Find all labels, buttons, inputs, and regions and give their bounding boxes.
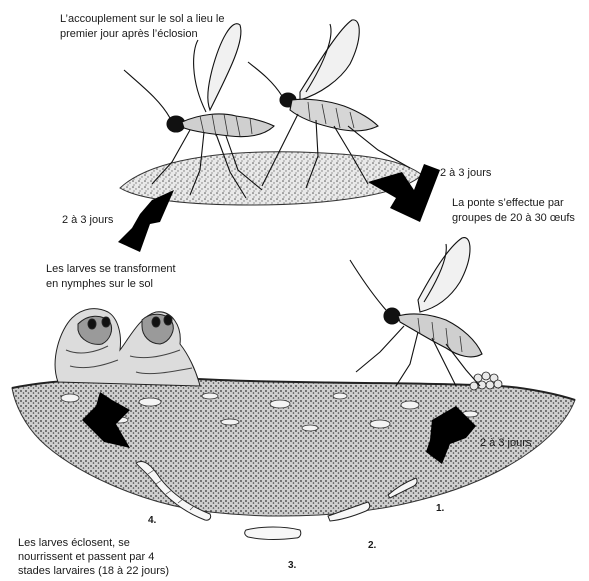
laying-caption-line2: groupes de 20 à 30 œufs bbox=[452, 211, 575, 225]
mating-caption-line1: L’accouplement sur le sol a lieu le bbox=[60, 12, 224, 26]
duration-bottom-right: 2 à 3 jours bbox=[480, 436, 531, 450]
duration-left: 2 à 3 jours bbox=[62, 213, 113, 227]
pupae-cluster bbox=[55, 309, 200, 386]
pupae-caption-line1: Les larves se transforment bbox=[46, 262, 176, 276]
duration-top-right: 2 à 3 jours bbox=[440, 166, 491, 180]
larvae-caption-line1: Les larves éclosent, se bbox=[18, 536, 130, 550]
larva-stage-3 bbox=[245, 527, 301, 539]
stage-label-2: 2. bbox=[368, 540, 376, 551]
arrow-left bbox=[118, 190, 174, 252]
laying-caption-line1: La ponte s’effectue par bbox=[452, 196, 564, 210]
laying-fly bbox=[350, 238, 482, 386]
larvae-caption-line2: nourrissent et passent par 4 bbox=[18, 550, 154, 564]
pupae-caption-line2: en nymphes sur le sol bbox=[46, 277, 153, 291]
stage-label-4: 4. bbox=[148, 515, 156, 526]
larvae-caption-line3: stades larvaires (18 à 22 jours) bbox=[18, 564, 169, 578]
mating-caption-line2: premier jour après l’éclosion bbox=[60, 27, 198, 41]
stage-label-3: 3. bbox=[288, 560, 296, 571]
stage-label-1: 1. bbox=[436, 503, 444, 514]
